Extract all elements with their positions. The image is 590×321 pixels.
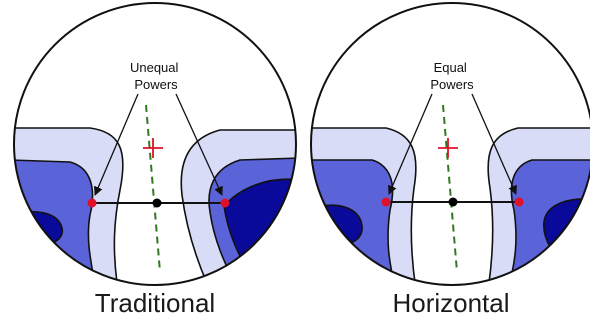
- callout-arrow-right: [175, 93, 223, 196]
- callout-line-1: Unequal: [130, 60, 179, 75]
- crosshair-icon: [438, 138, 458, 158]
- panel-horizontal: Equal Powers: [310, 2, 590, 286]
- lens-outline: [13, 2, 297, 286]
- callout-line-1: Equal: [434, 60, 467, 75]
- callout-line-2: Powers: [134, 77, 178, 92]
- panel-traditional: Unequal Powers: [13, 2, 297, 286]
- lens-outline: [310, 2, 590, 286]
- axis-dash: [145, 104, 161, 273]
- svg-text:Unequal Powers: Unequal Powers: [130, 60, 182, 92]
- power-dot-left: [381, 197, 391, 207]
- right-dark-zone: [543, 198, 590, 271]
- panel-title-horizontal: Horizontal: [392, 288, 510, 318]
- svg-text:Equal Powers: Equal Powers: [430, 60, 474, 92]
- power-dot-right: [220, 198, 230, 208]
- callout-arrow-left: [94, 93, 139, 196]
- callout-line-2: Powers: [430, 77, 474, 92]
- left-dark-zone: [311, 204, 363, 248]
- axis-dash: [442, 104, 458, 273]
- center-dot: [152, 198, 162, 208]
- callout-arrow-right: [471, 93, 517, 195]
- panel-title-traditional: Traditional: [94, 288, 216, 318]
- power-dot-left: [87, 198, 97, 208]
- center-dot: [448, 197, 458, 207]
- power-dot-right: [514, 197, 524, 207]
- crosshair-icon: [143, 138, 163, 158]
- callout-arrow-left: [388, 93, 433, 195]
